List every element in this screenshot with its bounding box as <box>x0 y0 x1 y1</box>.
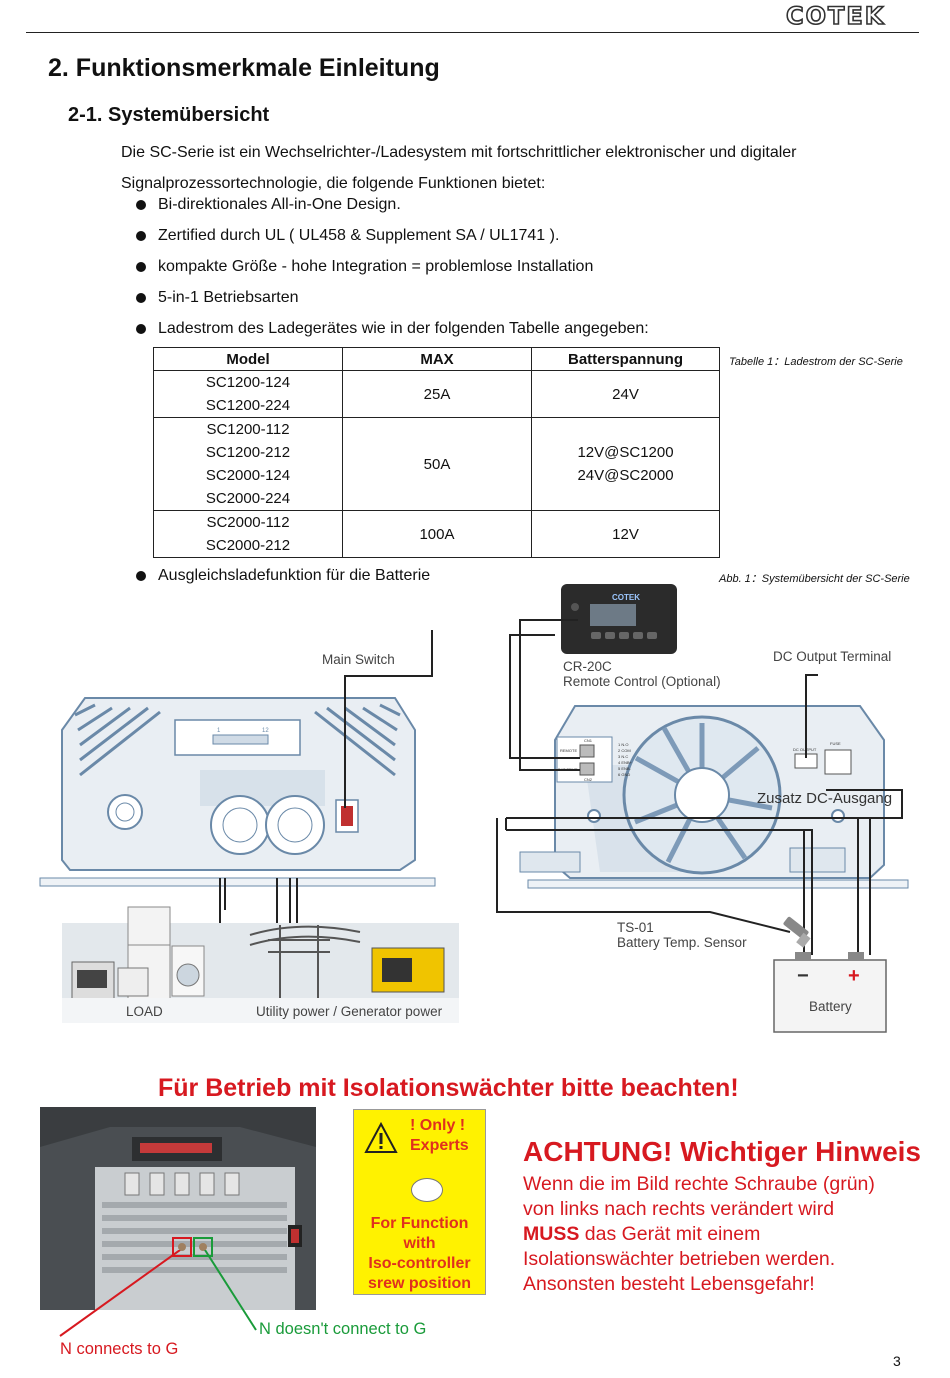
experts-note-box: ! Only ! Experts For Function with Iso-c… <box>353 1109 486 1295</box>
table-row: SC1200-112 SC1200-212 SC2000-124 SC2000-… <box>153 417 720 511</box>
n-not-connect-label: N doesn't connect to G <box>259 1320 427 1338</box>
battery-icon: − + Battery <box>773 952 887 1033</box>
main-switch-label: Main Switch <box>322 652 395 667</box>
list-item: Zertified durch UL ( UL458 & Supplement … <box>128 225 649 256</box>
figure-caption: Abb. 1：Systemübersicht der SC-Serie <box>719 573 910 585</box>
svg-text:5 ENB-: 5 ENB- <box>618 766 632 771</box>
svg-text:REMOTE: REMOTE <box>560 748 577 753</box>
load-label: LOAD <box>126 1004 163 1019</box>
inverter-ac-side: 1 12 <box>39 697 436 887</box>
charge-current-table: Model MAX Batterspannung SC1200-124 SC12… <box>153 347 720 558</box>
svg-text:4 ENB+: 4 ENB+ <box>618 760 633 765</box>
page-number: 3 <box>893 1353 901 1369</box>
max-cell: 50A <box>342 417 532 511</box>
svg-text:CN2: CN2 <box>584 777 593 782</box>
remote-brand: COTEK <box>612 593 640 602</box>
voltage-cell: 12V <box>531 510 720 558</box>
function-text: For Function with Iso-controller srew po… <box>367 1215 472 1292</box>
feature-list: Bi-direktionales All-in-One Design. Zert… <box>128 194 649 349</box>
table-row: SC1200-124 SC1200-224 25A 24V <box>153 370 720 418</box>
n-connects-label: N connects to G <box>60 1340 179 1358</box>
achtung-title: ACHTUNG! Wichtiger Hinweis <box>523 1136 921 1167</box>
voltage-cell: 24V <box>531 370 720 418</box>
brand-logo: COTEK <box>785 1 886 31</box>
header-rule <box>26 32 919 33</box>
achtung-body: Wenn die im Bild rechte Schraube (grün) … <box>523 1173 875 1295</box>
temp-sensor-icon <box>783 916 811 948</box>
list-item: kompakte Größe - hohe Integration = prob… <box>128 256 649 287</box>
callout-arrows <box>59 1250 257 1337</box>
only-experts-text: ! Only ! Experts <box>410 1117 469 1154</box>
warning-triangle-icon <box>364 1122 398 1153</box>
dc-output-label: DC Output Terminal <box>773 649 891 664</box>
svg-text:CN1: CN1 <box>584 738 593 743</box>
svg-text:FUSE: FUSE <box>830 741 841 746</box>
inverter-internal-photo <box>40 1107 316 1310</box>
remote-sub-label: Remote Control (Optional) <box>563 674 721 689</box>
svg-text:2 COM: 2 COM <box>618 748 631 753</box>
sensor-name-label: TS-01 <box>617 920 654 935</box>
table-row: SC2000-112 SC2000-212 100A 12V <box>153 510 720 558</box>
section-heading: 2. Funktionsmerkmale Einleitung <box>48 54 440 82</box>
column-header: Model <box>153 347 343 371</box>
svg-text:12: 12 <box>262 728 269 734</box>
list-item: Ausgleichsladefunktion für die Batterie <box>128 566 430 586</box>
svg-text:1: 1 <box>217 728 221 734</box>
svg-text:1 N.O: 1 N.O <box>618 742 628 747</box>
battery-label: Battery <box>809 999 852 1014</box>
voltage-cell: 12V@SC1200 24V@SC2000 <box>531 417 720 511</box>
model-cell: SC2000-112 SC2000-212 <box>153 510 343 558</box>
table-caption: Tabelle 1：Ladestrom der SC-Serie <box>729 356 903 368</box>
model-cell: SC1200-124 SC1200-224 <box>153 370 343 418</box>
utility-generator-illustration: Utility power / Generator power <box>245 923 459 1023</box>
column-header: Batterspannung <box>531 347 720 371</box>
max-cell: 100A <box>342 510 532 558</box>
system-overview-diagram: COTEK 1 12 <box>39 584 909 1033</box>
warning-title: Für Betrieb mit Isolationswächter bitte … <box>158 1074 739 1102</box>
max-cell: 25A <box>342 370 532 418</box>
svg-text:6 GND: 6 GND <box>618 772 630 777</box>
model-cell: SC1200-112 SC1200-212 SC2000-124 SC2000-… <box>153 417 343 511</box>
screw-position-circle <box>411 1178 443 1202</box>
remote-name-label: CR-20C <box>563 659 612 674</box>
svg-text:3 N.C: 3 N.C <box>618 754 628 759</box>
svg-text:−: − <box>797 965 809 987</box>
list-item: Ladestrom des Ladegerätes wie in der fol… <box>128 318 649 349</box>
list-item: 5-in-1 Betriebsarten <box>128 287 649 318</box>
subsection-heading: 2-1. Systemübersicht <box>68 104 270 126</box>
list-item: Bi-direktionales All-in-One Design. <box>128 194 649 225</box>
table-header-row: Model MAX Batterspannung <box>153 347 720 371</box>
column-header: MAX <box>342 347 532 371</box>
utility-label: Utility power / Generator power <box>256 1004 443 1019</box>
remote-control-device: COTEK <box>561 584 677 654</box>
zusatz-dc-label: Zusatz DC-Ausgang <box>757 790 892 807</box>
sensor-sub-label: Battery Temp. Sensor <box>617 935 747 950</box>
svg-text:+: + <box>848 965 860 987</box>
intro-paragraph: Die SC-Serie ist ein Wechselrichter-/Lad… <box>121 144 797 192</box>
svg-text:DC OUTPUT: DC OUTPUT <box>793 747 817 752</box>
